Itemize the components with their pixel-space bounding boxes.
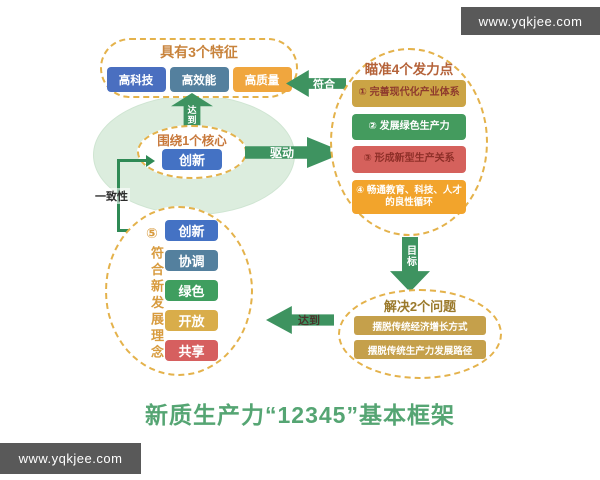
reach-left-arrow-label: 达到 <box>298 315 320 327</box>
solve-group-title: 解决2个问题 <box>383 299 457 314</box>
concept-box-green: 绿色 <box>165 280 218 301</box>
features-group-title: 具有3个特征 <box>160 44 238 60</box>
focus-item-new-relations: ③ 形成新型生产关系 <box>352 146 466 173</box>
concept-box-coordination: 协调 <box>165 250 218 271</box>
concept-box-openness: 开放 <box>165 310 218 331</box>
reach-up-arrow-label: 达到 <box>186 105 197 125</box>
focus-item-industry-system: ① 完善现代化产业体系 <box>352 80 466 107</box>
consistency-label: 一致性 <box>93 188 130 204</box>
conform-arrow-label: 符合 <box>313 78 335 91</box>
concepts-number-badge: ⑤ <box>146 225 158 241</box>
focus-item-green-productivity: ② 发展绿色生产力 <box>352 114 466 140</box>
feature-box-high-tech: 高科技 <box>106 67 166 92</box>
concepts-vertical-label: 符合新发展理念 <box>149 246 164 362</box>
reach-left-arrow: 达到 <box>266 306 334 334</box>
features-row: 高科技 高效能 高质量 <box>106 67 292 92</box>
goal-arrow-label: 目标 <box>404 244 416 267</box>
feature-box-high-quality: 高质量 <box>232 67 292 92</box>
watermark-banner-top: www.yqkjee.com <box>461 7 600 35</box>
main-title: 新质生产力“12345”基本框架 <box>145 402 455 428</box>
concept-box-sharing: 共享 <box>165 340 218 361</box>
drive-arrow-label: 驱动 <box>269 146 294 160</box>
feature-box-high-efficiency: 高效能 <box>169 67 229 92</box>
concept-box-innovation: 创新 <box>165 220 218 241</box>
bracket-arrowhead-top <box>146 155 155 167</box>
focus-item-virtuous-cycle: ④ 畅通教育、科技、人才的良性循环 <box>352 180 466 214</box>
goal-arrow: 目标 <box>390 237 430 292</box>
core-group-title: 围绕1个核心 <box>157 134 227 148</box>
core-box-innovation: 创新 <box>162 149 222 170</box>
solve-item-development-path: 摆脱传统生产力发展路径 <box>354 340 486 359</box>
focus-group-title: 瞄准4个发力点 <box>364 62 454 77</box>
watermark-banner-bottom: www.yqkjee.com <box>0 443 141 474</box>
solve-item-growth-mode: 摆脱传统经济增长方式 <box>354 316 486 335</box>
